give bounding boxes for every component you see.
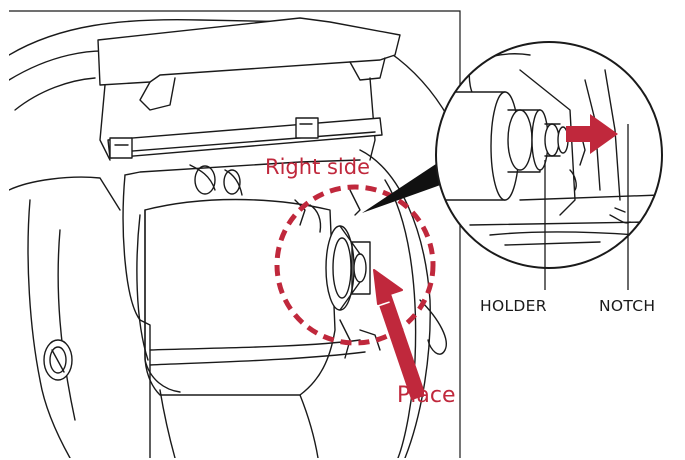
- place-arrow: [373, 269, 425, 401]
- open-top-cover: [97, 17, 401, 161]
- figure-frame: [9, 10, 461, 458]
- printer-top-contour: [9, 19, 456, 131]
- place-label: Place: [397, 383, 456, 408]
- zoom-inset: [435, 41, 663, 269]
- ribbon-roll: [136, 198, 371, 458]
- notch-label: NOTCH: [599, 297, 656, 315]
- zoom-callout-wedge: [362, 158, 460, 213]
- left-knob: [43, 339, 73, 381]
- right-side-label: Right side: [265, 155, 370, 179]
- holder-label: HOLDER: [480, 297, 547, 315]
- printer-main-view: [9, 17, 456, 458]
- highlight-circle: [274, 184, 436, 346]
- insert-arrow: [566, 114, 618, 154]
- print-head: [107, 117, 383, 159]
